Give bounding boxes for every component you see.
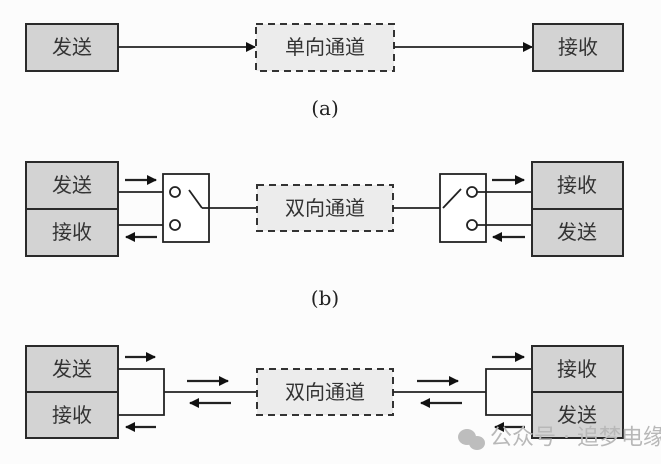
switch-node-top xyxy=(169,186,181,198)
simplex-channel-label: 单向通道 xyxy=(285,35,365,59)
full-duplex-channel-label: 双向通道 xyxy=(285,380,365,404)
watermark: 公众号 · 追梦电缘 xyxy=(458,426,661,451)
half-duplex-channel-label: 双向通道 xyxy=(285,196,365,220)
right-send-box-b xyxy=(531,208,624,257)
panel-a-simplex: 发送 单向通道 接收 (a) xyxy=(25,23,624,120)
right-receive-label-b: 接收 xyxy=(557,173,597,197)
right-send-label-b: 发送 xyxy=(557,220,597,244)
left-send-box-b xyxy=(25,161,119,210)
caption-b: (b) xyxy=(311,286,339,310)
left-send-label-c: 发送 xyxy=(52,357,92,381)
right-receive-label-c: 接收 xyxy=(557,357,597,381)
switch-node-bottom xyxy=(169,219,181,231)
switch-blade xyxy=(442,188,462,209)
full-duplex-channel-box xyxy=(256,368,394,416)
receive-label-a: 接收 xyxy=(558,35,598,59)
left-receive-label-b: 接收 xyxy=(52,220,92,244)
wire-loop-right-c xyxy=(485,368,532,416)
right-send-box-c xyxy=(531,391,624,439)
left-receive-label-c: 接收 xyxy=(52,403,92,427)
send-box-a xyxy=(25,23,119,72)
panel-c-full-duplex: 发送 接收 双向通道 接收 发送 xyxy=(25,345,624,439)
switch-blade xyxy=(188,189,203,209)
switch-node-top xyxy=(466,186,478,198)
send-label-a: 发送 xyxy=(52,35,92,59)
switch-node-bottom xyxy=(466,219,478,231)
wechat-icon xyxy=(458,429,485,450)
panel-b-half-duplex: 发送 接收 双向通道 接收 发送 (b) xyxy=(25,161,624,310)
wire-loop-left-c xyxy=(118,368,165,416)
right-send-label-c: 发送 xyxy=(557,403,597,427)
receive-box-a xyxy=(532,23,624,72)
right-receive-box-b xyxy=(531,161,624,210)
watermark-text: 公众号 · 追梦电缘 xyxy=(490,426,661,451)
switch-right xyxy=(439,173,487,243)
left-receive-box-b xyxy=(25,208,119,257)
left-send-label-b: 发送 xyxy=(52,173,92,197)
caption-a: (a) xyxy=(311,96,339,120)
